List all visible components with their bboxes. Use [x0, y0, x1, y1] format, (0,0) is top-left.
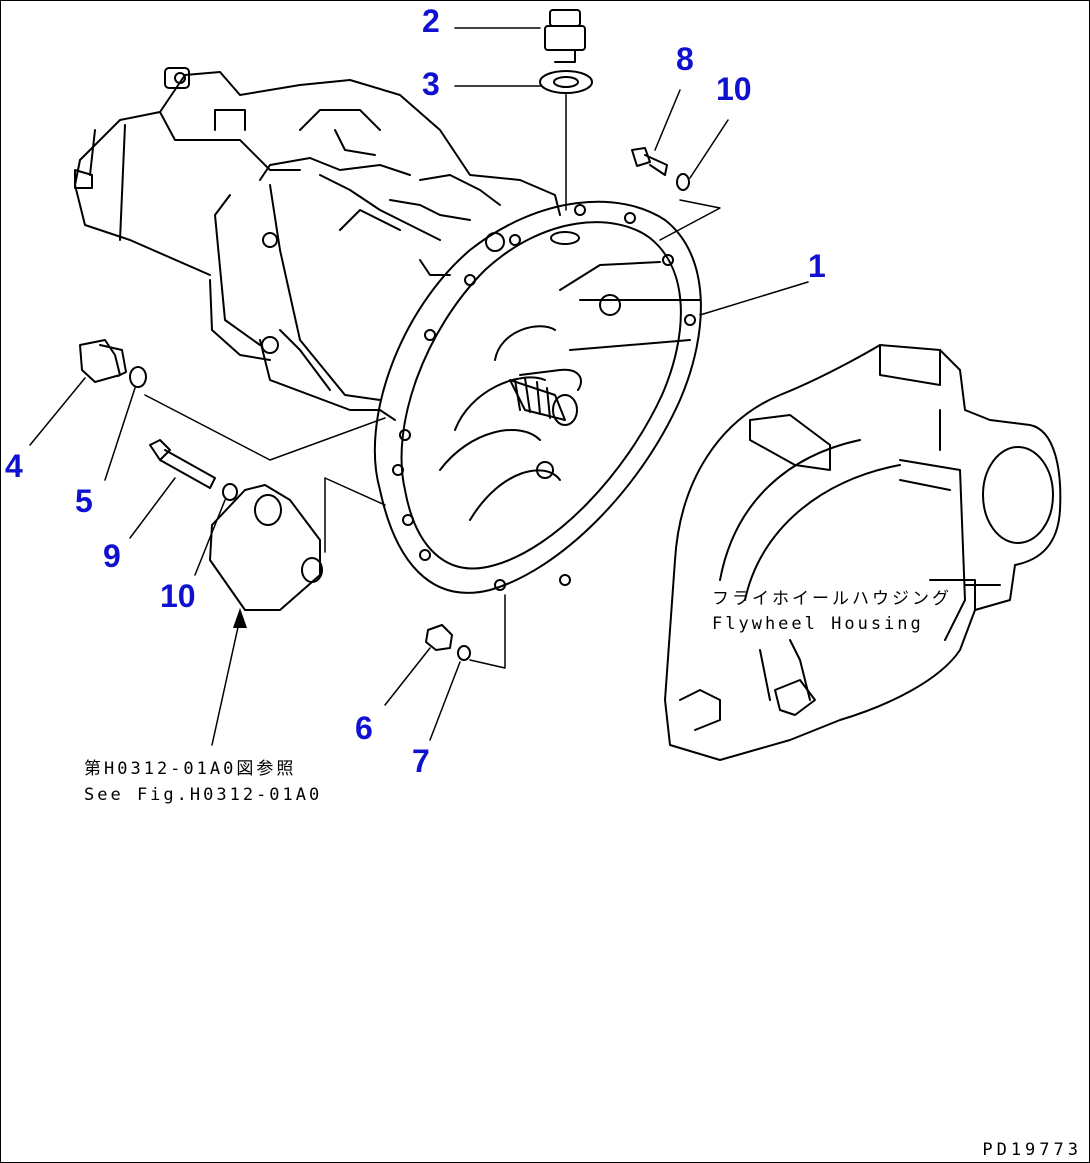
- callout-7: 7: [412, 743, 430, 779]
- document-id: PD19773: [982, 1140, 1082, 1160]
- callout-4: 4: [5, 448, 23, 484]
- callout-2: 2: [422, 3, 440, 39]
- part-5-o-ring: [129, 366, 147, 388]
- pump-flange: [373, 200, 702, 594]
- hydraulic-pump-body: [74, 67, 561, 421]
- part-2-plug: [544, 9, 586, 63]
- see-fig-note-jp: 第H0312-01A0図参照: [84, 759, 297, 779]
- see-fig-note-en: See Fig.H0312-01A0: [84, 785, 323, 805]
- part-10-washer-lower: [222, 483, 238, 501]
- part-8-bolt: [631, 147, 668, 176]
- callout-1: 1: [808, 248, 826, 284]
- callout-10-bottom: 10: [160, 578, 196, 614]
- flywheel-label-jp: フライホイールハウジング: [712, 589, 952, 609]
- leader-lines: [29, 27, 809, 746]
- part-7-o-ring: [457, 645, 471, 661]
- part-10-washer: [676, 173, 690, 191]
- part-3-seal: [539, 70, 593, 94]
- arrow-head: [233, 608, 247, 628]
- callout-9: 9: [103, 538, 121, 574]
- flywheel-label-en: Flywheel Housing: [712, 614, 924, 634]
- part-4-plug: [79, 339, 127, 383]
- callout-8: 8: [676, 41, 694, 77]
- flywheel-housing: [664, 344, 1062, 761]
- bracket: [209, 484, 323, 611]
- callout-6: 6: [355, 710, 373, 746]
- callout-5: 5: [75, 483, 93, 519]
- part-6-plug: [425, 624, 453, 651]
- callout-10-top: 10: [716, 71, 752, 107]
- callout-3: 3: [422, 66, 440, 102]
- part-9-bolt: [149, 439, 216, 489]
